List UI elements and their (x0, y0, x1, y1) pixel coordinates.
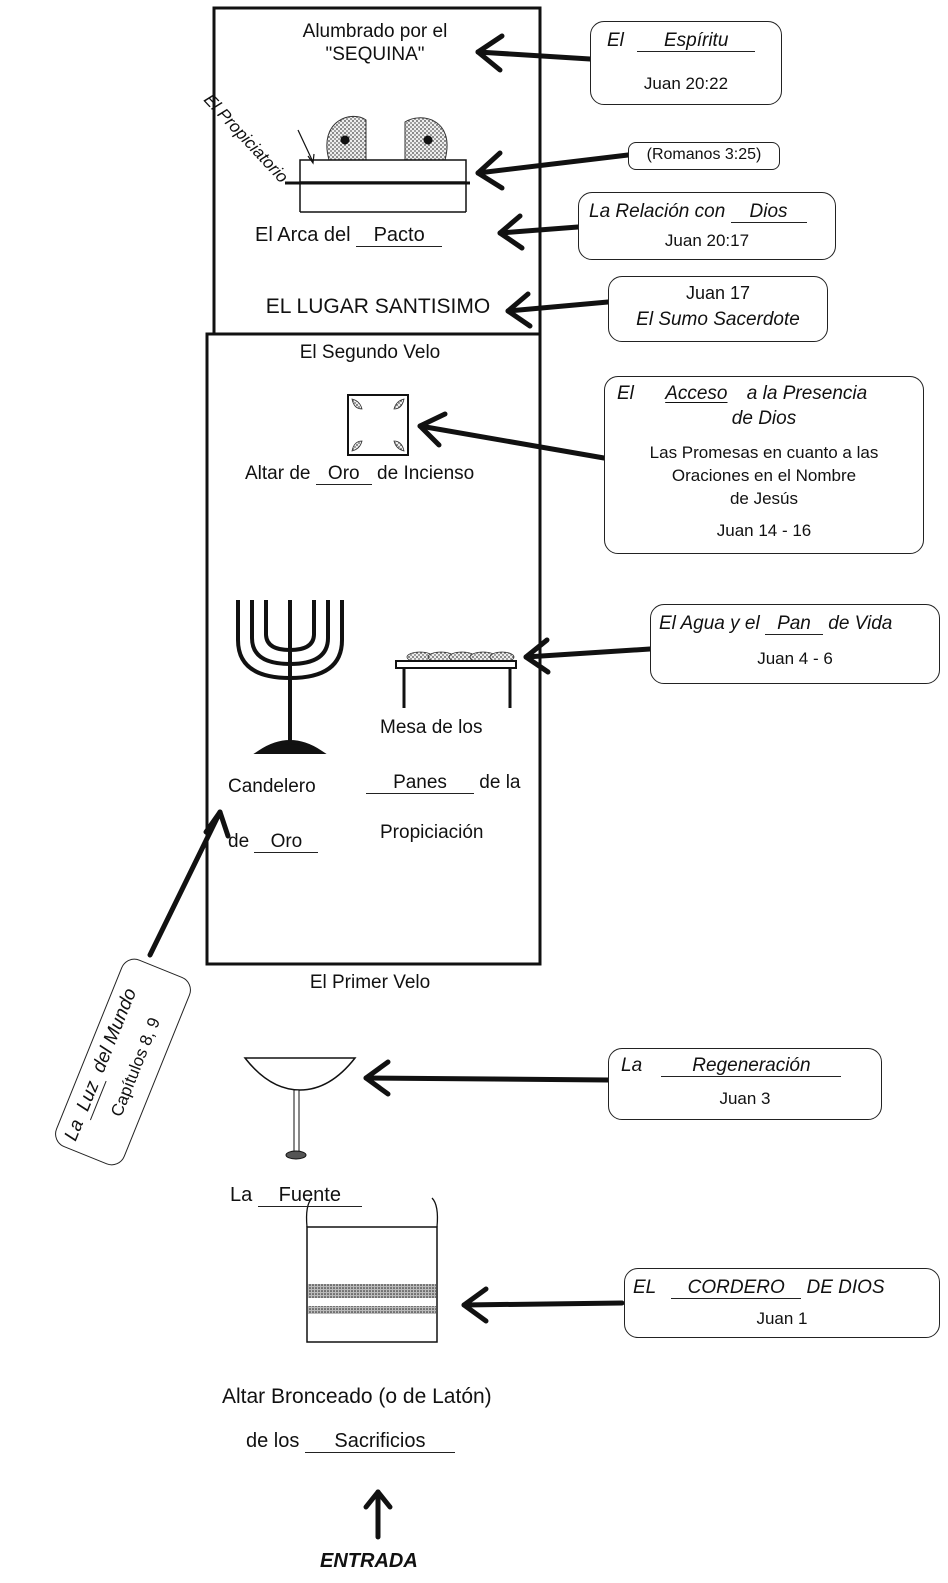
acceso-title: El Acceso a la Presencia (617, 383, 868, 404)
callout-acceso: El Acceso a la Presencia de Dios Las Pro… (604, 376, 924, 554)
mesa-line3: Propiciación (380, 822, 484, 843)
altar-bronce-icon (305, 1197, 439, 1343)
acceso-line2: de Dios (731, 408, 797, 429)
candelero-line1: Candelero (228, 776, 316, 797)
segundo-velo-label: El Segundo Velo (299, 342, 441, 363)
altar-blank: Oro (315, 464, 372, 485)
cordero-title: EL CORDERO DE DIOS (633, 1277, 885, 1299)
acceso-body1: Las Promesas en cuanto a las (649, 443, 879, 462)
espiritu-blank: Espíritu (637, 31, 756, 52)
luz-blank: Luz (71, 1072, 107, 1120)
relacion-title: La Relación con Dios (589, 201, 807, 223)
mesa-panes-icon (395, 651, 517, 708)
espiritu-title: El Espíritu (607, 30, 756, 52)
sacrificios-blank: Sacrificios (304, 1431, 455, 1453)
callout-cordero: EL CORDERO DE DIOS Juan 1 (624, 1268, 940, 1338)
callout-agua: El Agua y el Pan de Vida Juan 4 - 6 (650, 604, 940, 684)
altar-bronce-line1: Altar Bronceado (o de Latón) (222, 1385, 492, 1408)
callout-romanos: (Romanos 3:25) (628, 142, 780, 170)
acceso-body3: de Jesús (729, 489, 799, 508)
regeneracion-blank: Regeneración (661, 1056, 842, 1077)
candelero-line2: de Oro (228, 831, 319, 853)
mesa-line1: Mesa de los (380, 717, 483, 738)
acceso-body2: Oraciones en el Nombre (671, 466, 857, 485)
arca-label: El Arca del Pacto (255, 224, 443, 247)
arca-blank: Pacto (356, 225, 443, 247)
mesa-line2: Panes de la (366, 772, 520, 794)
regeneracion-title: La Regeneración (621, 1055, 842, 1077)
fuente-blank: Fuente (257, 1185, 362, 1207)
relacion-blank: Dios (730, 202, 807, 223)
relacion-ref: Juan 20:17 (664, 231, 750, 250)
cordero-ref: Juan 1 (756, 1309, 808, 1328)
espiritu-ref: Juan 20:22 (643, 74, 729, 93)
fuente-icon (243, 1057, 357, 1160)
acceso-ref: Juan 14 - 16 (716, 521, 812, 540)
entrada-label: ENTRADA (320, 1550, 418, 1572)
agua-blank: Pan (764, 614, 823, 635)
fuente-label: La Fuente (230, 1184, 362, 1207)
arrows (147, 33, 653, 1540)
agua-ref: Juan 4 - 6 (757, 649, 833, 668)
callout-espiritu: El Espíritu Juan 20:22 (590, 21, 782, 105)
arca-icon (285, 115, 470, 213)
callout-regeneracion: La Regeneración Juan 3 (608, 1048, 882, 1120)
primer-velo-label: El Primer Velo (309, 972, 431, 993)
altar-incienso-icon (347, 394, 409, 456)
callout-relacion: La Relación con Dios Juan 20:17 (578, 192, 836, 260)
candelero-icon (236, 600, 344, 754)
mesa-blank: Panes (366, 773, 474, 794)
lugar-santisimo-title: EL LUGAR SANTISIMO (265, 295, 491, 318)
candelero-blank: Oro (254, 832, 319, 853)
sumo-ref: Juan 17 (685, 283, 751, 303)
acceso-blank: Acceso (665, 383, 728, 404)
cordero-blank: CORDERO (671, 1278, 802, 1299)
alumbrado-label: Alumbrado por el "SEQUINA" (302, 21, 448, 65)
altar-bronce-line2: de los Sacrificios (246, 1430, 455, 1453)
romanos-text: (Romanos 3:25) (646, 146, 762, 163)
callout-sumo: Juan 17 El Sumo Sacerdote (608, 276, 828, 342)
sumo-text: El Sumo Sacerdote (636, 309, 800, 330)
agua-title: El Agua y el Pan de Vida (659, 613, 893, 635)
lugar-santo-outline (205, 332, 542, 966)
regeneracion-ref: Juan 3 (719, 1089, 771, 1108)
altar-incienso-label: Altar de Oro de Incienso (245, 463, 475, 485)
